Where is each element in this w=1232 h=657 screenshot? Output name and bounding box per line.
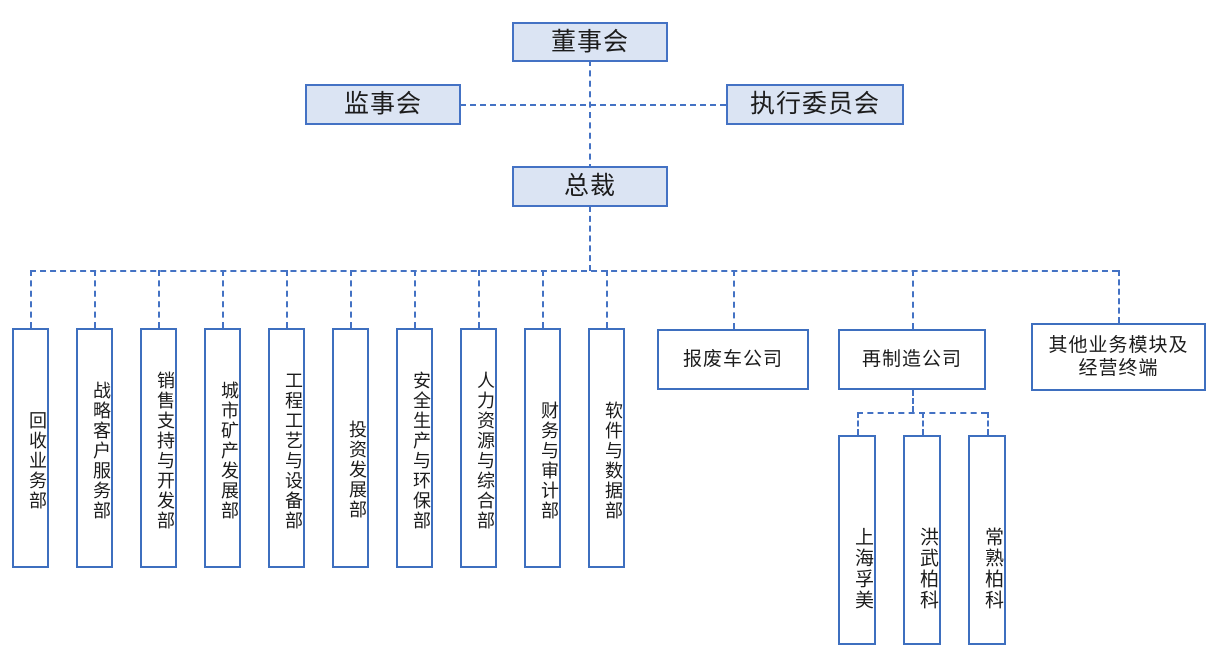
connector-drop-sub-2 [922,412,924,435]
node-department-software-data[interactable]: 软件与数据部 [588,328,625,568]
connector-drop-dept-5 [286,270,288,328]
connector-supervisors-to-committee [460,104,726,106]
node-department-sales-support-development[interactable]: 销售支持与开发部 [140,328,177,568]
node-company-scrap-vehicle[interactable]: 报废车公司 [657,329,809,390]
node-department-strategic-customer-service[interactable]: 战略客户服务部 [76,328,113,568]
connector-drop-dept-2 [94,270,96,328]
connector-remanufacture-to-subbus [912,390,914,412]
node-department-investment-development[interactable]: 投资发展部 [332,328,369,568]
node-subsidiary-changshu-boke[interactable]: 常熟柏科 [968,435,1006,645]
node-executive-committee[interactable]: 执行委员会 [726,84,904,125]
connector-drop-sub-3 [987,412,989,435]
connector-board-to-president [589,60,591,170]
connector-drop-company-2 [912,270,914,329]
node-subsidiary-shanghai-fumei[interactable]: 上海孚美 [838,435,876,645]
node-board-of-supervisors[interactable]: 监事会 [305,84,461,125]
connector-president-to-bus [589,206,591,271]
node-president[interactable]: 总裁 [512,166,668,207]
connector-drop-dept-10 [606,270,608,328]
connector-drop-company-1 [733,270,735,329]
connector-drop-company-3 [1118,270,1120,323]
node-department-recycling-business[interactable]: 回收业务部 [12,328,49,568]
connector-drop-sub-1 [857,412,859,435]
node-department-human-resources-general[interactable]: 人力资源与综合部 [460,328,497,568]
node-department-finance-audit[interactable]: 财务与审计部 [524,328,561,568]
node-department-engineering-process-equipment[interactable]: 工程工艺与设备部 [268,328,305,568]
node-company-other-business-modules[interactable]: 其他业务模块及经营终端 [1031,323,1206,391]
connector-main-bus [30,270,1118,272]
node-subsidiary-hongwu-boke[interactable]: 洪武柏科 [903,435,941,645]
connector-drop-dept-6 [350,270,352,328]
connector-drop-dept-1 [30,270,32,328]
connector-drop-dept-4 [222,270,224,328]
connector-drop-dept-7 [414,270,416,328]
node-board-of-directors[interactable]: 董事会 [512,22,668,62]
node-department-urban-mining-development[interactable]: 城市矿产发展部 [204,328,241,568]
connector-drop-dept-9 [542,270,544,328]
node-department-safety-production-environment[interactable]: 安全生产与环保部 [396,328,433,568]
connector-drop-dept-8 [478,270,480,328]
node-company-remanufacturing[interactable]: 再制造公司 [838,329,986,390]
connector-drop-dept-3 [158,270,160,328]
